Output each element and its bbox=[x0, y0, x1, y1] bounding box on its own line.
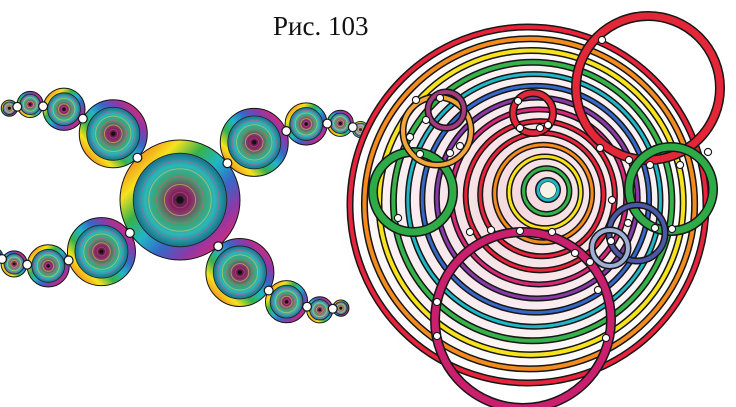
right-figure-ring-pencil bbox=[330, 11, 725, 407]
intersection-node bbox=[624, 155, 634, 165]
pencil-ring bbox=[520, 165, 573, 218]
intersection-node bbox=[445, 148, 455, 158]
pencil-ring bbox=[491, 141, 596, 246]
tangent-node bbox=[302, 301, 313, 312]
intersection-node bbox=[535, 123, 545, 133]
arm-circle bbox=[284, 102, 328, 146]
accent-circle-small-blue bbox=[588, 226, 632, 270]
pencil-ring bbox=[462, 118, 618, 274]
intersection-node bbox=[595, 143, 605, 153]
tangent-node bbox=[12, 101, 23, 112]
tangent-node bbox=[124, 227, 135, 238]
arm-circle bbox=[42, 87, 86, 131]
intersection-node bbox=[543, 120, 553, 130]
intersection-node bbox=[421, 115, 431, 125]
tangent-node bbox=[281, 126, 292, 137]
arm-circle bbox=[219, 107, 289, 177]
intersection-node bbox=[513, 96, 523, 106]
tangent-node bbox=[77, 113, 88, 124]
intersection-node bbox=[405, 132, 415, 142]
figure-caption: Рис. 103 bbox=[273, 11, 369, 41]
intersection-node bbox=[415, 149, 425, 159]
intersection-node bbox=[393, 213, 403, 223]
intersection-node bbox=[585, 257, 595, 267]
pencil-center bbox=[540, 182, 556, 198]
intersection-node bbox=[593, 285, 603, 295]
intersection-node bbox=[515, 123, 525, 133]
pencil-ring bbox=[419, 82, 653, 316]
accent-circle-small-purple bbox=[424, 88, 468, 132]
intersection-node bbox=[432, 331, 442, 341]
intersection-node bbox=[650, 223, 660, 233]
pencil-ring bbox=[360, 35, 699, 373]
intersection-node bbox=[435, 93, 445, 103]
tangent-node bbox=[327, 303, 338, 314]
intersection-node bbox=[570, 248, 580, 258]
arm-circle bbox=[264, 280, 309, 324]
pencil-ring bbox=[433, 94, 641, 302]
tangent-node bbox=[63, 255, 74, 266]
intersection-node bbox=[667, 224, 677, 234]
arm-circle bbox=[205, 237, 275, 307]
intersection-node bbox=[601, 333, 611, 343]
arm-circle bbox=[26, 244, 70, 288]
intersection-node bbox=[465, 227, 475, 237]
accent-circle-small-red bbox=[509, 89, 557, 137]
intersection-node bbox=[703, 147, 713, 157]
intersection-node bbox=[675, 160, 685, 170]
intersection-node bbox=[623, 218, 633, 228]
intersection-node bbox=[645, 160, 655, 170]
center-circle bbox=[119, 139, 241, 261]
tangent-node bbox=[132, 152, 143, 163]
tangent-node bbox=[263, 285, 274, 296]
tangent-node bbox=[38, 101, 49, 112]
left-figure-fractal-tree bbox=[0, 87, 370, 324]
intersection-node bbox=[547, 227, 557, 237]
tangent-node bbox=[222, 158, 233, 169]
arm-circle bbox=[78, 99, 148, 169]
tangent-node bbox=[0, 254, 8, 265]
tangent-node bbox=[22, 259, 33, 270]
intersection-node bbox=[597, 35, 607, 45]
pencil-ring bbox=[404, 71, 664, 330]
accent-circle-red bbox=[571, 11, 725, 165]
arm-circle bbox=[332, 299, 350, 317]
intersection-node bbox=[486, 225, 496, 235]
intersection-node bbox=[432, 297, 442, 307]
intersection-node bbox=[411, 95, 421, 105]
intersection-node bbox=[607, 195, 617, 205]
pencil-ring bbox=[506, 153, 584, 232]
arm-circle bbox=[16, 90, 44, 119]
arm-circle bbox=[306, 296, 334, 324]
arm-circle bbox=[0, 250, 28, 278]
pencil-ring bbox=[535, 177, 561, 203]
tangent-node bbox=[322, 118, 333, 129]
intersection-node bbox=[455, 141, 465, 151]
tangent-node bbox=[213, 241, 224, 252]
intersection-node bbox=[606, 236, 616, 246]
pencil-ring bbox=[389, 58, 676, 345]
arm-circle bbox=[66, 217, 136, 287]
intersection-node bbox=[515, 226, 525, 236]
